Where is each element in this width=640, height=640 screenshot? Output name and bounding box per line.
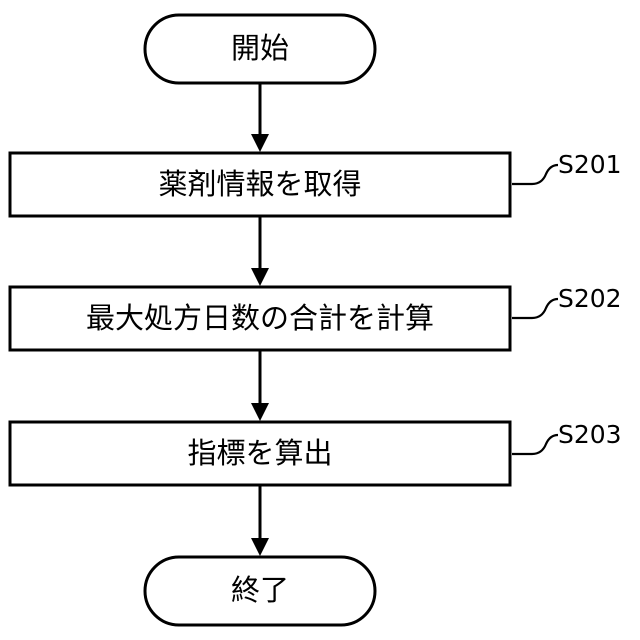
- arrowhead-s201: [251, 134, 269, 152]
- end-label: 終了: [231, 573, 289, 607]
- leader-line-s201: [512, 165, 558, 184]
- arrowhead-s203: [251, 403, 269, 421]
- process-label-s201: 薬剤情報を取得: [158, 167, 361, 201]
- leader-line-s202: [512, 299, 558, 318]
- process-label-s202: 最大処方日数の合計を計算: [86, 301, 434, 335]
- arrowhead-end: [251, 538, 269, 556]
- process-label-s203: 指標を算出: [187, 436, 332, 470]
- step-ref-s201: S201: [558, 150, 622, 179]
- leader-line-s203: [512, 435, 558, 454]
- step-ref-s202: S202: [558, 284, 622, 313]
- arrowhead-s202: [251, 268, 269, 286]
- step-ref-s203: S203: [558, 420, 622, 449]
- start-label: 開始: [231, 31, 289, 65]
